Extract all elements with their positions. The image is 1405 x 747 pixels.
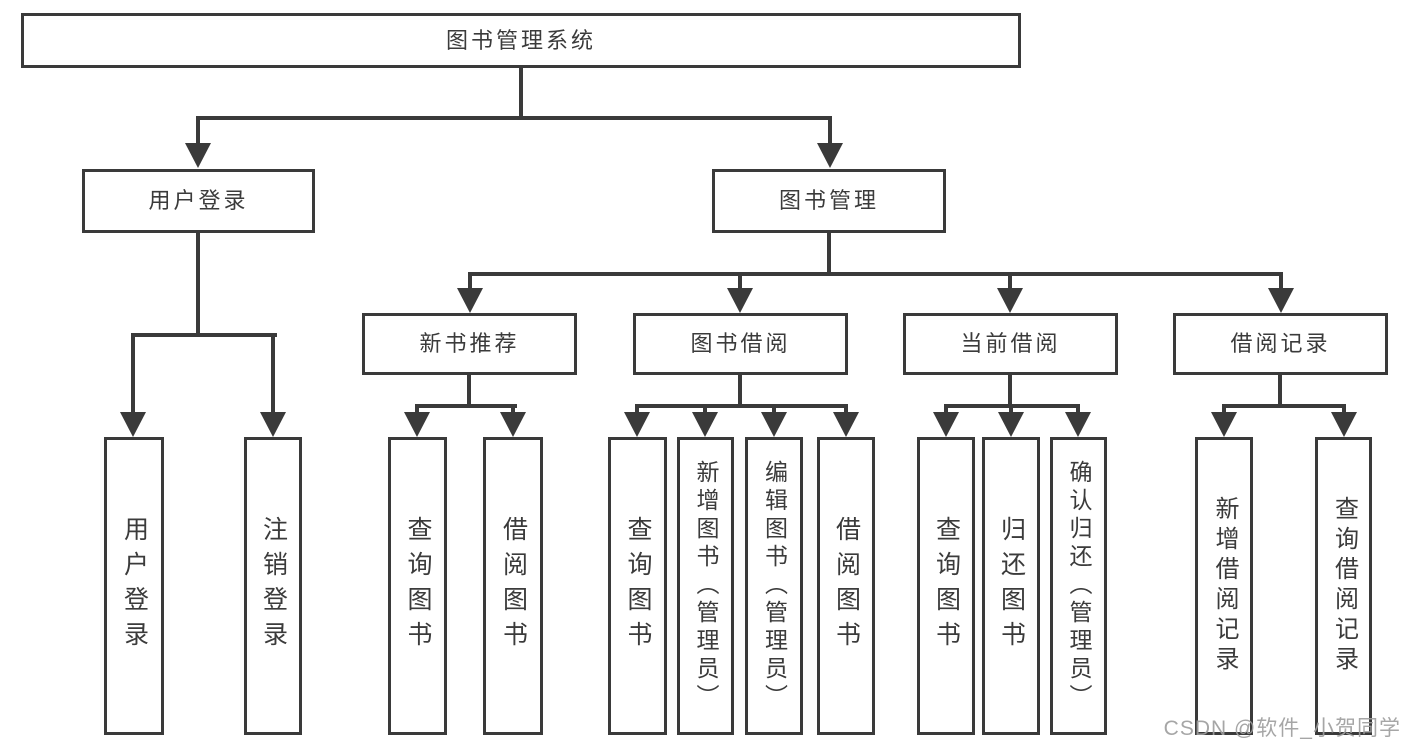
node-library-management-system: 图书管理系统 — [21, 13, 1021, 68]
connector-line — [468, 272, 1283, 276]
arrow-down-icon — [624, 412, 650, 437]
connector-line — [827, 232, 831, 276]
connector-line — [131, 333, 277, 337]
arrow-down-icon — [1065, 412, 1091, 437]
leaf-query-books-borrow: 查询图书 — [608, 437, 667, 735]
leaf-borrow-books: 借阅图书 — [817, 437, 875, 735]
connector-line — [1342, 404, 1346, 416]
leaf-query-borrow-record: 查询借阅记录 — [1315, 437, 1372, 735]
leaf-borrow-books-recommend: 借阅图书 — [483, 437, 543, 735]
connector-line — [415, 404, 419, 416]
leaf-edit-books-admin: 编辑图书（管理员） — [745, 437, 803, 735]
arrow-down-icon — [933, 412, 959, 437]
arrow-down-icon — [120, 412, 146, 437]
arrow-down-icon — [500, 412, 526, 437]
connector-line — [1278, 375, 1282, 408]
connector-line — [1222, 404, 1346, 408]
connector-line — [196, 232, 200, 337]
connector-line — [415, 404, 517, 408]
connector-line — [1076, 404, 1080, 416]
connector-line — [703, 404, 707, 416]
connector-line — [635, 404, 639, 416]
connector-line — [1009, 404, 1013, 416]
connector-line — [738, 272, 742, 290]
connector-line — [1008, 272, 1012, 290]
node-new-book-recommend: 新书推荐 — [362, 313, 577, 375]
connector-line — [467, 375, 471, 408]
arrow-down-icon — [185, 143, 211, 168]
arrow-down-icon — [457, 288, 483, 313]
connector-line — [511, 404, 515, 416]
leaf-add-books-admin: 新增图书（管理员） — [677, 437, 734, 735]
arrow-down-icon — [761, 412, 787, 437]
connector-line — [635, 404, 848, 408]
leaf-add-borrow-record: 新增借阅记录 — [1195, 437, 1253, 735]
connector-line — [196, 116, 832, 120]
connector-line — [196, 116, 200, 146]
arrow-down-icon — [1331, 412, 1357, 437]
connector-line — [468, 272, 472, 290]
node-user-login: 用户登录 — [82, 169, 315, 233]
node-borrow-records: 借阅记录 — [1173, 313, 1388, 375]
leaf-query-books-recommend: 查询图书 — [388, 437, 447, 735]
node-book-borrow: 图书借阅 — [633, 313, 848, 375]
connector-line — [131, 333, 135, 415]
connector-line — [772, 404, 776, 416]
connector-line — [271, 333, 275, 415]
node-book-management: 图书管理 — [712, 169, 946, 233]
arrow-down-icon — [260, 412, 286, 437]
leaf-query-books-current: 查询图书 — [917, 437, 975, 735]
connector-line — [944, 404, 948, 416]
csdn-watermark: CSDN @软件_小贺同学 — [1163, 717, 1401, 740]
connector-line — [1279, 272, 1283, 290]
node-current-borrow: 当前借阅 — [903, 313, 1118, 375]
connector-line — [519, 68, 523, 120]
arrow-down-icon — [1211, 412, 1237, 437]
connector-line — [1222, 404, 1226, 416]
arrow-down-icon — [692, 412, 718, 437]
connector-line — [738, 375, 742, 408]
arrow-down-icon — [404, 412, 430, 437]
leaf-logout-login: 注销登录 — [244, 437, 302, 735]
arrow-down-icon — [833, 412, 859, 437]
arrow-down-icon — [1268, 288, 1294, 313]
arrow-down-icon — [997, 288, 1023, 313]
arrow-down-icon — [998, 412, 1024, 437]
connector-line — [1008, 375, 1012, 408]
connector-line — [844, 404, 848, 416]
connector-line — [828, 116, 832, 146]
arrow-down-icon — [817, 143, 843, 168]
leaf-user-login: 用户登录 — [104, 437, 164, 735]
leaf-confirm-return-admin: 确认归还（管理员） — [1050, 437, 1107, 735]
arrow-down-icon — [727, 288, 753, 313]
leaf-return-books: 归还图书 — [982, 437, 1040, 735]
